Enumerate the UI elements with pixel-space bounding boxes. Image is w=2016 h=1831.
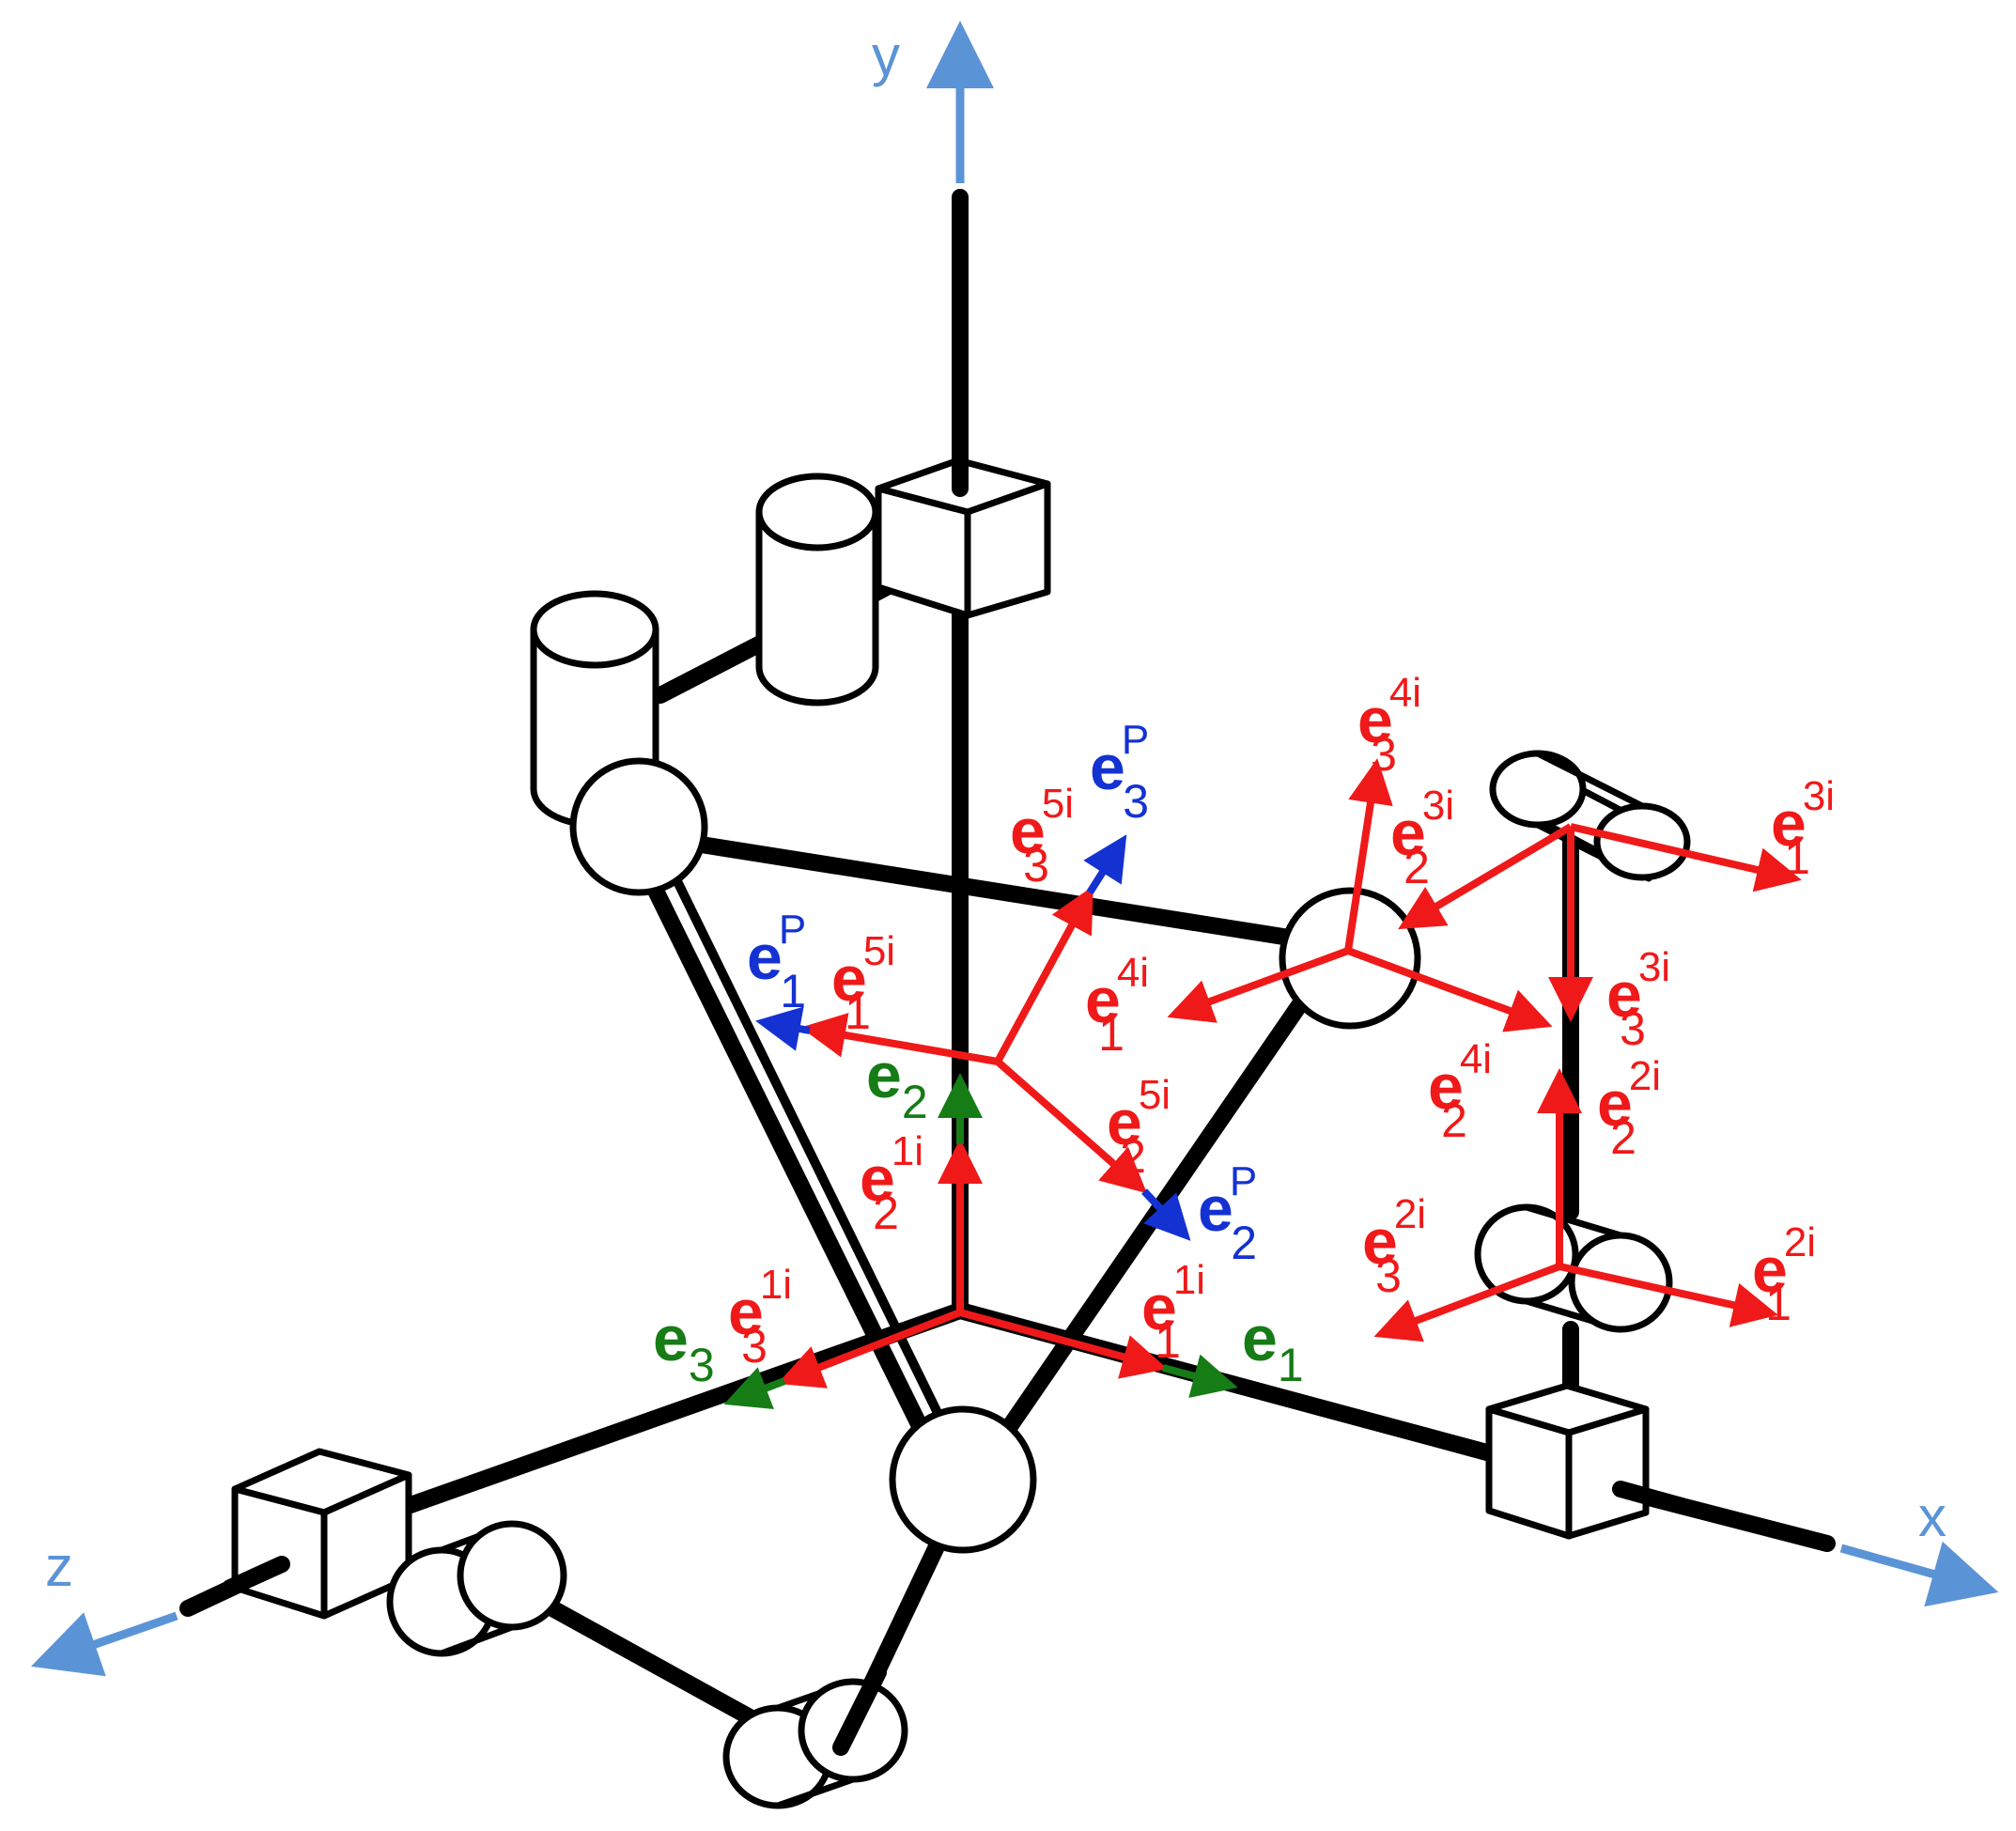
- vector-e2-3i: [1398, 823, 1574, 930]
- vector-e1-P: [755, 1006, 811, 1051]
- y-axis-label: y: [872, 24, 900, 87]
- z-slider-block: [231, 1448, 412, 1620]
- vector-e2-5i: [995, 1059, 1147, 1194]
- vector-e1: [1161, 1354, 1238, 1398]
- vector-e1-2i: [1559, 1263, 1778, 1327]
- z-axis-label: z: [45, 1535, 73, 1598]
- vector-e2-4i: [1346, 947, 1553, 1032]
- label-e1: e1: [1242, 1303, 1304, 1391]
- vector-e1-1i: [958, 1309, 1168, 1379]
- z-axis-arrow: [30, 1611, 178, 1677]
- vector-e3-2i: [1373, 1263, 1561, 1342]
- lower-bottom-cylinder: [722, 1678, 908, 1809]
- vector-e3-P: [1083, 834, 1127, 895]
- x-axis-label: x: [1918, 1485, 1946, 1548]
- vector-e3-5i: [994, 885, 1093, 1063]
- platform-edge-left-inner: [670, 871, 946, 1425]
- platform-edge-top: [687, 835, 1310, 948]
- label-e3: e3: [653, 1303, 715, 1391]
- lower-left-cylinder: [386, 1520, 567, 1657]
- vector-e3: [723, 1367, 786, 1409]
- spherical-joint-bottom: [889, 1405, 1037, 1554]
- x-axis-arrow: [1839, 1541, 1999, 1607]
- z-slider-rod-stub: [222, 1556, 290, 1596]
- label-e2: e2: [866, 1040, 928, 1128]
- vector-e1-4i: [1167, 947, 1350, 1023]
- vector-e1-5i: [800, 1013, 999, 1065]
- vector-e3-4i: [1344, 758, 1393, 952]
- vector-e2-P: [1141, 1188, 1191, 1241]
- vector-e1-3i: [1570, 823, 1802, 892]
- vector-e3-1i: [777, 1309, 962, 1389]
- lower-bottom-link-stub: [832, 1664, 887, 1756]
- upper-cylinder-1: [755, 473, 879, 706]
- x-slider-rod-stub: [1612, 1481, 1690, 1514]
- spherical-joint-upper-left: [569, 757, 708, 896]
- platform-edge-right: [987, 987, 1314, 1455]
- spherical-joint-right: [1279, 887, 1421, 1030]
- x-slider-block: [1485, 1382, 1650, 1540]
- z-rail: [386, 1302, 969, 1519]
